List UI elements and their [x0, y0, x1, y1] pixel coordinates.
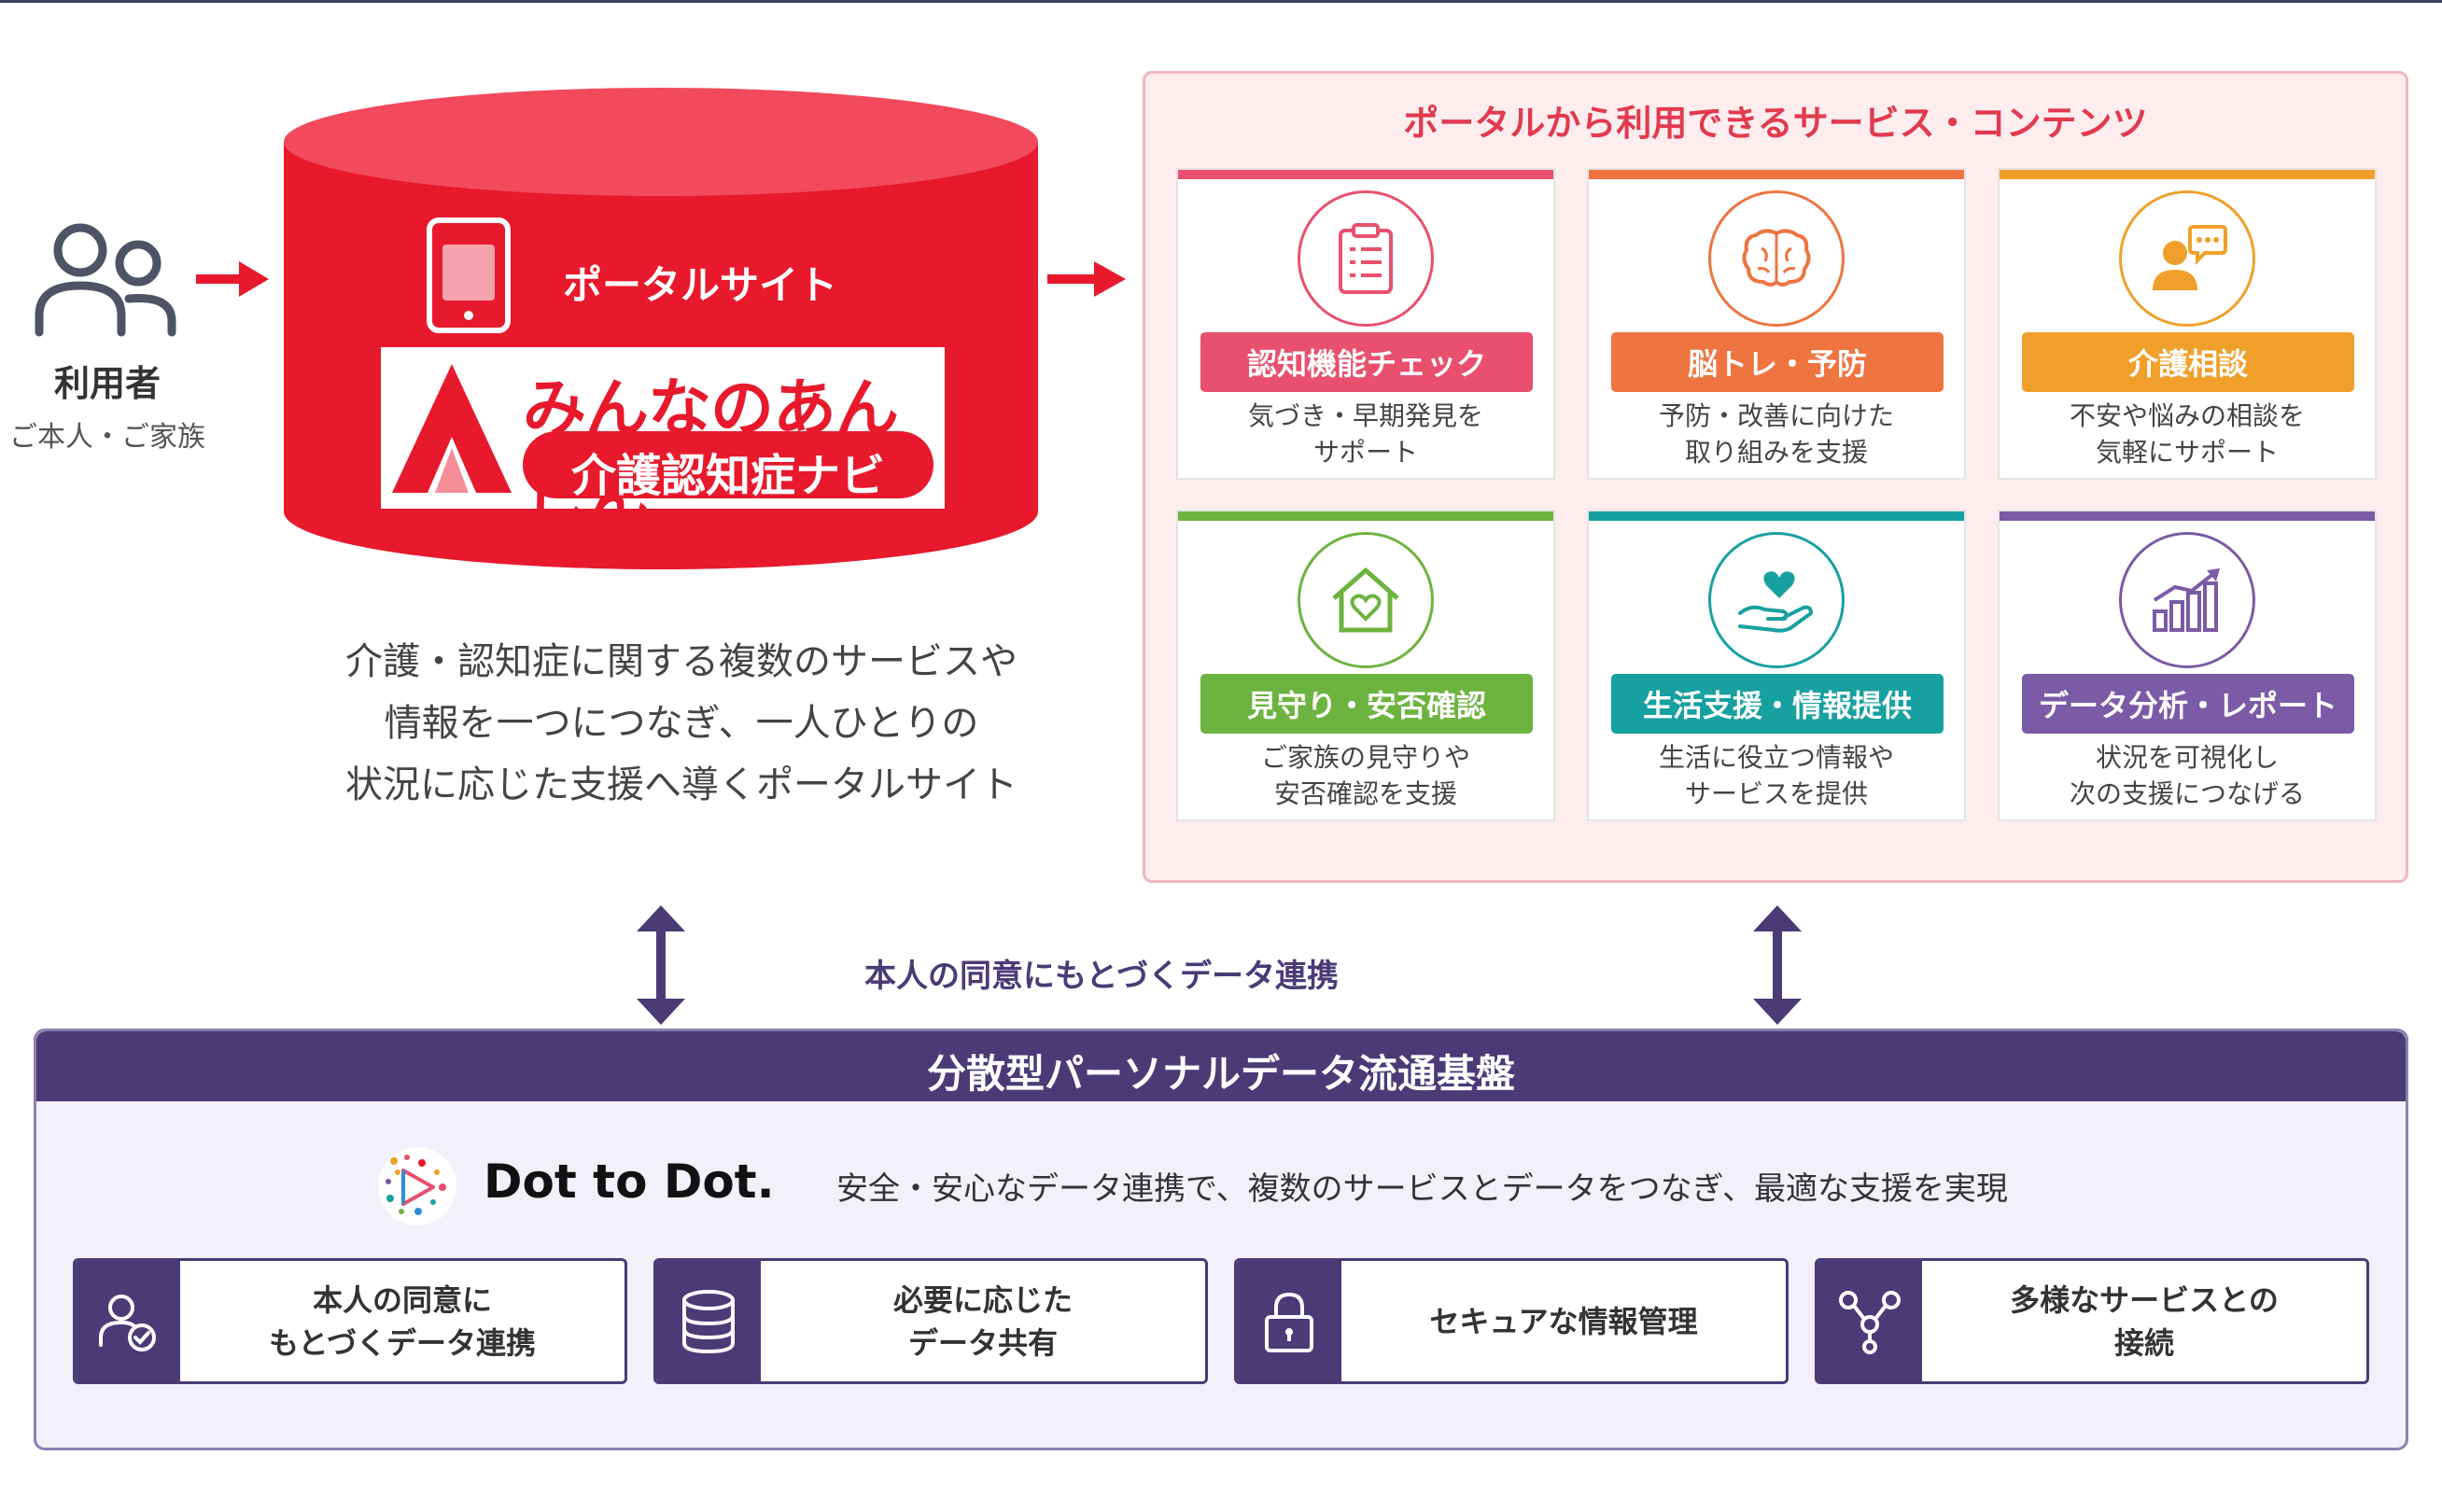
- service-description-line: 予防・改善に向けた: [1658, 400, 1894, 431]
- platform-header: [36, 1031, 2406, 1101]
- user-title: 利用者: [53, 363, 161, 404]
- arrow-right-icon: [1047, 261, 1126, 297]
- service-description-line: 不安や悩みの相談を: [2069, 400, 2305, 431]
- service-description-line: 気づき・早期発見を: [1247, 400, 1483, 431]
- feature-label: セキュアな情報管理: [1341, 1261, 1786, 1381]
- feature-consent-data-link[interactable]: 本人の同意にもとづくデータ連携: [73, 1258, 627, 1384]
- portal-description-line: 状況に応じた支援へ導くポータルサイト: [345, 763, 1018, 806]
- database-icon: [656, 1261, 761, 1381]
- service-card-brain-training[interactable]: 脳トレ・予防 予防・改善に向けた 取り組みを支援: [1587, 168, 1966, 480]
- user-subtitle: ご本人・ご家族: [9, 421, 205, 454]
- service-card-care-consultation[interactable]: 介護相談 不安や悩みの相談を 気軽にサポート: [1998, 168, 2377, 480]
- service-label: データ分析・レポート: [2022, 674, 2354, 734]
- card-accent: [2000, 170, 2375, 179]
- logo-mark-icon: [392, 364, 512, 493]
- dot-to-dot-logo-icon: [378, 1147, 456, 1225]
- service-description-line: 気軽にサポート: [2095, 437, 2279, 468]
- feature-label-line: 接続: [2113, 1324, 2174, 1361]
- smartphone-icon: [427, 217, 511, 333]
- service-description-line: 生活に役立つ情報や: [1658, 742, 1894, 773]
- data-flow-label: 本人の同意にもとづくデータ連携: [864, 958, 1339, 995]
- service-label: 生活支援・情報提供: [1611, 674, 1944, 734]
- feature-secure-management[interactable]: セキュアな情報管理: [1234, 1258, 1789, 1384]
- platform-title: 分散型パーソナルデータ流通基盤: [926, 1051, 1515, 1097]
- service-card-cognitive-check[interactable]: 認知機能チェック 気づき・早期発見を サポート: [1176, 168, 1555, 480]
- network-icon: [1817, 1261, 1922, 1381]
- service-label: 認知機能チェック: [1200, 332, 1533, 392]
- service-label: 脳トレ・予防: [1611, 332, 1944, 392]
- service-description-line: ご家族の見守りや: [1260, 742, 1470, 773]
- lock-icon: [1237, 1261, 1341, 1381]
- house-heart-icon: [1298, 532, 1434, 668]
- platform-brand: Dot to Dot.: [484, 1155, 775, 1209]
- hand-heart-icon: [1708, 532, 1845, 668]
- feature-service-connection[interactable]: 多様なサービスとの接続: [1815, 1258, 2369, 1384]
- portal-description: 介護・認知症に関する複数のサービスや 情報を一つにつなぎ、一人ひとりの 状況に応…: [280, 631, 1083, 816]
- service-description: 気づき・早期発見を サポート: [1178, 398, 1553, 470]
- top-border: [0, 0, 2442, 3]
- logo-sub-text: 介護認知症ナビ: [570, 450, 885, 502]
- consultation-icon: [2119, 190, 2255, 327]
- feature-label-line: 本人の同意に: [312, 1281, 492, 1318]
- service-label: 見守り・安否確認: [1200, 674, 1533, 734]
- user-check-icon: [76, 1261, 180, 1381]
- feature-label-line: データ共有: [907, 1324, 1058, 1361]
- service-description-line: サポート: [1312, 437, 1418, 468]
- portal-description-line: 情報を一つにつなぎ、一人ひとりの: [384, 702, 979, 745]
- feature-label: 必要に応じたデータ共有: [761, 1261, 1205, 1381]
- service-label: 介護相談: [2022, 332, 2354, 392]
- services-title: ポータルから利用できるサービス・コンテンツ: [1403, 103, 2148, 144]
- service-description-line: 次の支援につなげる: [2069, 778, 2305, 809]
- service-description-line: サービスを提供: [1684, 778, 1868, 809]
- service-description: 生活に役立つ情報や サービスを提供: [1589, 739, 1964, 812]
- service-description-line: 状況を可視化し: [2095, 742, 2279, 773]
- card-accent: [2000, 511, 2375, 521]
- users-icon: [35, 223, 176, 337]
- feature-label: 本人の同意にもとづくデータ連携: [180, 1261, 625, 1381]
- feature-label-line: もとづくデータ連携: [268, 1324, 537, 1361]
- card-accent: [1178, 511, 1553, 521]
- service-description: 予防・改善に向けた 取り組みを支援: [1589, 398, 1964, 470]
- double-arrow-icon: [637, 905, 685, 1025]
- service-card-life-support[interactable]: 生活支援・情報提供 生活に役立つ情報や サービスを提供: [1587, 510, 1966, 821]
- double-arrow-icon: [1753, 905, 1802, 1025]
- feature-label-line: 多様なサービスとの: [2010, 1281, 2279, 1318]
- service-description: ご家族の見守りや 安否確認を支援: [1178, 739, 1553, 812]
- clipboard-icon: [1298, 190, 1434, 327]
- chart-icon: [2119, 532, 2255, 668]
- arrow-right-icon: [196, 261, 269, 297]
- feature-label-line: セキュアな情報管理: [1429, 1303, 1698, 1339]
- card-accent: [1178, 170, 1553, 179]
- service-card-monitoring[interactable]: 見守り・安否確認 ご家族の見守りや 安否確認を支援: [1176, 510, 1555, 821]
- service-description: 不安や悩みの相談を 気軽にサポート: [2000, 398, 2375, 470]
- service-description-line: 取り組みを支援: [1684, 437, 1868, 468]
- portal-label: ポータルサイト: [562, 262, 837, 308]
- service-description: 状況を可視化し 次の支援につなげる: [2000, 739, 2375, 812]
- feature-data-sharing[interactable]: 必要に応じたデータ共有: [653, 1258, 1208, 1384]
- platform-description: 安全・安心なデータ連携で、複数のサービスとデータをつなぎ、最適な支援を実現: [836, 1170, 2008, 1208]
- card-accent: [1589, 511, 1964, 521]
- card-accent: [1589, 170, 1964, 179]
- brain-icon: [1708, 190, 1845, 327]
- feature-label: 多様なサービスとの接続: [1922, 1261, 2366, 1381]
- feature-label-line: 必要に応じた: [892, 1281, 1073, 1318]
- logo-sub-pill: [523, 431, 933, 498]
- service-card-data-analysis[interactable]: データ分析・レポート 状況を可視化し 次の支援につなげる: [1998, 510, 2377, 821]
- service-description-line: 安否確認を支援: [1273, 778, 1457, 809]
- portal-description-line: 介護・認知症に関する複数のサービスや: [345, 640, 1018, 683]
